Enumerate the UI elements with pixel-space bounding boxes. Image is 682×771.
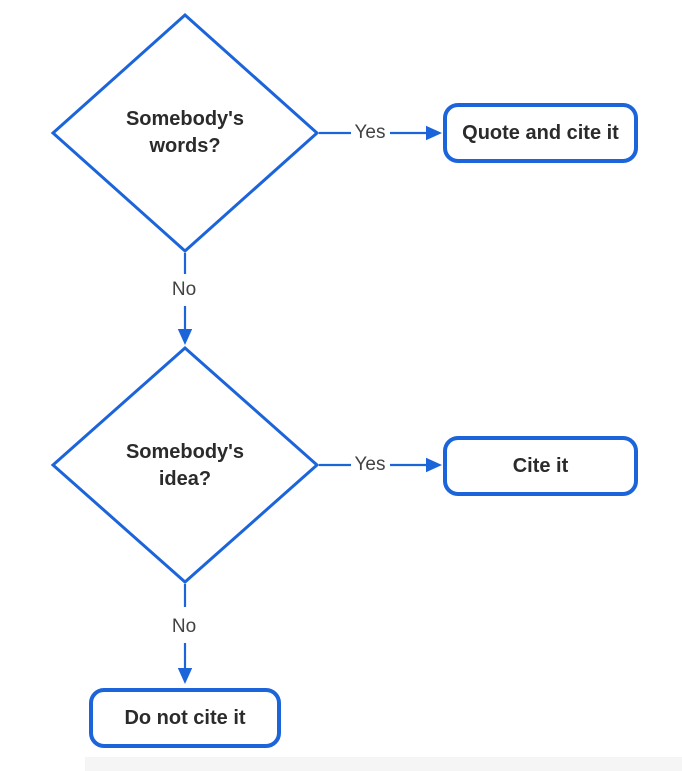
edge-label-no-1: No xyxy=(169,279,199,301)
edge-no-idea-to-do-not-cite xyxy=(177,584,193,684)
edge-no-words-to-idea xyxy=(177,253,193,345)
result-box-do-not-cite-label: Do not cite it xyxy=(124,706,246,729)
decision-words-label: Somebody's words? xyxy=(125,108,245,157)
result-box-quote-and-cite: Quote and cite it xyxy=(443,103,638,163)
result-box-cite: Cite it xyxy=(443,436,638,496)
edge-yes-idea-to-cite xyxy=(319,457,442,473)
decision-idea-label: Somebody's idea? xyxy=(125,441,245,490)
result-box-quote-and-cite-label: Quote and cite it xyxy=(462,121,619,144)
decision-diamond-words xyxy=(50,12,320,254)
edge-label-yes-2: Yes xyxy=(352,454,388,476)
arrowhead-icon xyxy=(177,329,193,345)
result-box-cite-label: Cite it xyxy=(512,454,569,477)
arrowhead-icon xyxy=(426,457,442,473)
decision-diamond-idea xyxy=(50,345,320,585)
bottom-edge-shade xyxy=(85,757,682,771)
edge-label-no-2: No xyxy=(169,616,199,638)
arrowhead-icon xyxy=(426,125,442,141)
result-box-do-not-cite: Do not cite it xyxy=(89,688,281,748)
edge-label-yes-1: Yes xyxy=(352,122,388,144)
edge-yes-words-to-quote xyxy=(319,125,442,141)
arrowhead-icon xyxy=(177,668,193,684)
